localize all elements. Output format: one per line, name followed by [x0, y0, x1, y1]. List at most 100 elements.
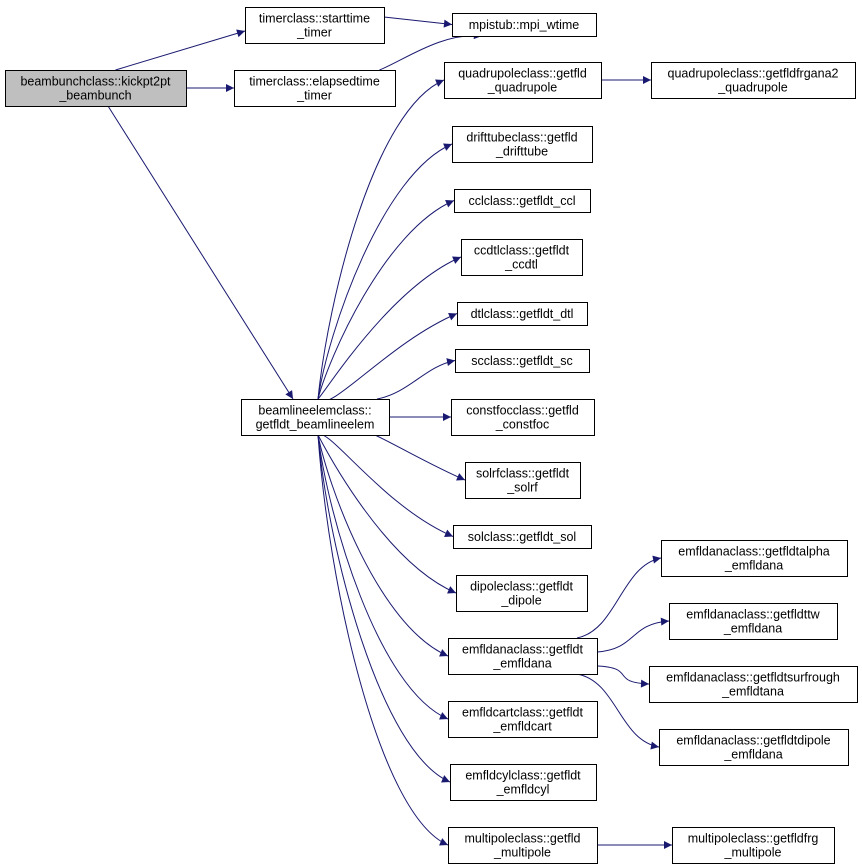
nodes-layer: beambunchclass::kickpt2pt_beambunch timer…: [5, 7, 858, 864]
node-label-line: _emfldana: [492, 657, 551, 671]
edge-getfldt-emfldana-to-getfldtalpha: [576, 555, 662, 639]
node-getfldt-ccdtl[interactable]: ccdtlclass::getfldt_ccdtl: [461, 239, 583, 276]
node-box: [234, 70, 396, 107]
node-label-line: drifttubeclass::getfld: [466, 131, 577, 145]
node-getfldt-sc[interactable]: scclass::getfldt_sc: [455, 349, 590, 373]
node-label-line: dtlclass::getfldt_dtl: [471, 307, 574, 321]
node-label-line: _emfldcyl: [496, 783, 550, 797]
node-label-line: emfldanaclass::getfldtalpha: [678, 545, 830, 559]
node-getfld-drifttube[interactable]: drifttubeclass::getfld_drifttube: [452, 126, 593, 163]
edge-path: [317, 433, 454, 538]
node-getfldfrg-multipole[interactable]: multipoleclass::getfldfrg_multipole: [672, 827, 835, 864]
node-label-line: _timer: [296, 89, 332, 103]
node-starttime[interactable]: timerclass::starttime_timer: [245, 7, 385, 44]
node-getfldtalpha[interactable]: emfldanaclass::getfldtalpha_emfldana: [661, 540, 848, 577]
node-elapsedtime[interactable]: timerclass::elapsedtime_timer: [234, 70, 396, 107]
node-getfld-quadrupole[interactable]: quadrupoleclass::getfld_quadrupole: [444, 62, 602, 99]
node-box: [444, 62, 602, 99]
node-label-line: _multipole: [493, 846, 551, 860]
node-getfldt-beamlineelem[interactable]: beamlineelemclass::getfldt_beamlineelem: [241, 399, 390, 436]
node-getfldt-dipole[interactable]: dipoleclass::getfldt_dipole: [456, 575, 588, 612]
node-label-line: emfldanaclass::getfldt: [462, 643, 583, 657]
node-getfldtsurfrough[interactable]: emfldanaclass::getfldtsurfrough_emfldtan…: [649, 666, 858, 703]
node-box: [453, 525, 592, 549]
edge-path: [107, 105, 294, 400]
node-box: [448, 638, 598, 675]
node-box: [245, 7, 385, 44]
edge-path: [376, 358, 456, 400]
node-box: [669, 603, 838, 640]
node-mpi-wtime[interactable]: mpistub::mpi_wtime: [452, 13, 597, 37]
node-label-line: emfldanaclass::getfldtdipole: [676, 734, 830, 748]
edge-path: [576, 555, 662, 639]
node-label-line: dipoleclass::getfldt: [470, 580, 573, 594]
node-getfldt-sol[interactable]: solclass::getfldt_sol: [453, 525, 592, 549]
node-box: [241, 399, 390, 436]
node-getfldt-dtl[interactable]: dtlclass::getfldt_dtl: [457, 302, 588, 326]
node-box: [452, 13, 597, 37]
node-box: [450, 764, 597, 801]
node-label-line: cclclass::getfldt_ccl: [469, 194, 576, 208]
node-label-line: mpistub::mpi_wtime: [469, 18, 579, 32]
edge-path: [317, 434, 449, 657]
node-getfldt-ccl[interactable]: cclclass::getfldt_ccl: [454, 189, 591, 213]
edge-getfldt-emfldana-to-getfldtdipole: [576, 673, 660, 750]
node-label-line: emfldcylclass::getfldt: [465, 769, 581, 783]
node-getfldt-solrf[interactable]: solrfclass::getfldt_solrf: [465, 462, 581, 499]
node-label-line: solclass::getfldt_sol: [468, 530, 576, 544]
edge-getfldt-beamlineelem-to-getfldt-ccl: [317, 199, 455, 400]
node-getfld-constfoc[interactable]: constfocclass::getfld_constfoc: [451, 399, 595, 436]
edge-getfldt-beamlineelem-to-getfldt-dipole: [317, 434, 457, 594]
node-box: [461, 239, 583, 276]
node-getfldt-emfldana[interactable]: emfldanaclass::getfldt_emfldana: [448, 638, 598, 675]
node-label-line: constfocclass::getfld: [466, 404, 579, 418]
node-label-line: _emfldana: [724, 559, 783, 573]
node-label-line: _quadrupole: [717, 81, 788, 95]
node-label-line: multipoleclass::getfldfrg: [688, 832, 819, 846]
node-getfldttw[interactable]: emfldanaclass::getfldttw_emfldana: [669, 603, 838, 640]
node-box: [448, 701, 598, 738]
edge-getfldt-beamlineelem-to-getfldt-dtl: [317, 312, 458, 402]
node-box: [649, 666, 858, 703]
edge-getfldt-beamlineelem-to-getfldt-sc: [376, 358, 456, 400]
edge-path: [317, 256, 462, 400]
node-getfldtdipole[interactable]: emfldanaclass::getfldtdipole_emfldana: [659, 729, 849, 766]
node-label-line: timerclass::elapsedtime: [249, 75, 380, 89]
node-getfldt-emfldcyl[interactable]: emfldcylclass::getfldt_emfldcyl: [450, 764, 597, 801]
edge-path: [115, 29, 246, 71]
node-box: [457, 302, 588, 326]
edge-path: [317, 312, 458, 402]
node-label-line: _quadrupole: [487, 81, 558, 95]
node-box: [659, 729, 849, 766]
node-label-line: beambunchclass::kickpt2pt: [20, 75, 171, 89]
node-kickpt2pt[interactable]: beambunchclass::kickpt2pt_beambunch: [5, 70, 187, 107]
edge-path: [383, 16, 453, 28]
node-box: [452, 126, 593, 163]
edge-getfldt-emfldana-to-getfldtsurfrough: [596, 665, 650, 688]
node-box: [456, 575, 588, 612]
node-label-line: _ccdtl: [504, 258, 538, 272]
node-label-line: emfldcartclass::getfldt: [462, 706, 583, 720]
edge-getfldt-beamlineelem-to-getfld-quadrupole: [317, 79, 445, 400]
node-label-line: scclass::getfldt_sc: [471, 354, 572, 368]
edge-starttime-to-mpi-wtime: [383, 16, 453, 28]
node-getfldt-emfldcart[interactable]: emfldcartclass::getfldt_emfldcart: [448, 701, 598, 738]
node-label-line: _multipole: [724, 846, 782, 860]
edge-getfldt-beamlineelem-to-getfldt-emfldcart: [317, 434, 449, 720]
node-label-line: _emfldana: [723, 748, 782, 762]
node-box: [455, 349, 590, 373]
node-box: [661, 540, 848, 577]
node-box: [5, 70, 187, 107]
node-box: [448, 827, 598, 864]
node-box: [451, 399, 595, 436]
node-box: [465, 462, 581, 499]
edge-path: [596, 665, 650, 688]
node-label-line: _emfldana: [723, 622, 782, 636]
edge-getfldt-beamlineelem-to-getfld-multipole: [317, 434, 449, 846]
node-label-line: _beambunch: [58, 89, 131, 103]
node-getfld-multipole[interactable]: multipoleclass::getfld_multipole: [448, 827, 598, 864]
edge-path: [317, 434, 449, 846]
node-label-line: emfldanaclass::getfldttw: [686, 608, 820, 622]
node-getfldfrgana2[interactable]: quadrupoleclass::getfldfrgana2_quadrupol…: [651, 62, 856, 99]
node-label-line: getfldt_beamlineelem: [256, 418, 375, 432]
